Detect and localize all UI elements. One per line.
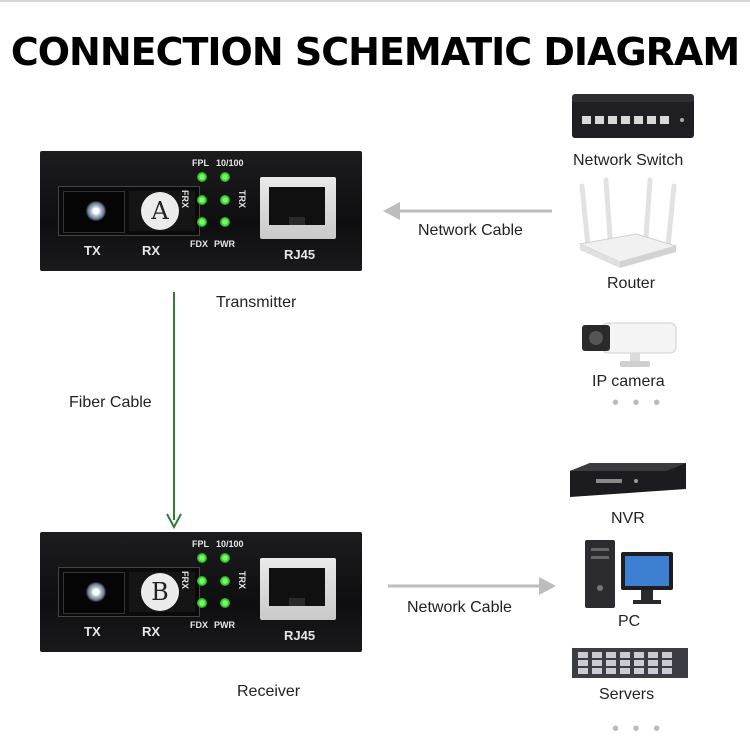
servers-icon: [572, 648, 688, 678]
network-cable-label-bottom: Network Cable: [407, 599, 512, 616]
device-letter: B: [141, 573, 179, 611]
pwr-led: [220, 217, 230, 227]
sc-fiber-port: A: [58, 186, 200, 236]
receiver-caption: Receiver: [237, 683, 301, 700]
sc-fiber-port: B: [58, 567, 200, 617]
rx-label: RX: [142, 243, 161, 258]
pwr-label: PWR: [214, 239, 235, 249]
diagram-title: CONNECTION SCHEMATIC DIAGRAM: [10, 30, 740, 74]
tx-label: TX: [84, 243, 101, 258]
trx-led: [220, 576, 230, 586]
pwr-label: PWR: [214, 620, 235, 630]
network-switch-label: Network Switch: [573, 152, 684, 169]
frx-led: [197, 576, 207, 586]
rj45-label: RJ45: [284, 247, 316, 262]
fpl-led: [197, 553, 207, 563]
nvr-label: NVR: [611, 510, 645, 527]
transmitter-device: A TX RX FPL 10/100 FRX TRX FDX PWR RJ45: [40, 151, 362, 271]
network-cable-arrow-top: [383, 202, 552, 220]
nvr-icon: [570, 463, 686, 497]
fpl-led: [197, 172, 207, 182]
speed-label: 10/100: [216, 158, 244, 168]
pc-icon: [585, 540, 673, 608]
fdx-led: [197, 217, 207, 227]
rj45-label: RJ45: [284, 628, 316, 643]
speed-led: [220, 172, 230, 182]
more-sources-ellipsis: • • •: [612, 392, 665, 414]
fpl-label: FPL: [192, 158, 209, 168]
transmitter-caption: Transmitter: [216, 294, 297, 311]
servers-label: Servers: [599, 686, 655, 703]
network-switch-icon: [572, 94, 694, 138]
receiver-device: B TX RX FPL 10/100 FRX TRX FDX PWR RJ45: [40, 532, 362, 652]
trx-led: [220, 195, 230, 205]
device-letter: A: [141, 192, 179, 230]
fdx-label: FDX: [190, 239, 208, 249]
fiber-ferrule-icon: [86, 582, 106, 602]
pc-label: PC: [618, 613, 641, 630]
speed-label: 10/100: [216, 539, 244, 549]
router-label: Router: [607, 275, 656, 292]
router-icon: [578, 177, 678, 268]
pwr-led: [220, 598, 230, 608]
rx-label: RX: [142, 624, 161, 639]
tx-label: TX: [84, 624, 101, 639]
network-cable-arrow-bottom: [388, 577, 556, 595]
fdx-led: [197, 598, 207, 608]
top-divider: [0, 0, 750, 2]
network-cable-label-top: Network Cable: [418, 222, 523, 239]
fpl-label: FPL: [192, 539, 209, 549]
fiber-cable-arrow: [166, 292, 182, 530]
frx-led: [197, 195, 207, 205]
fiber-cable-label: Fiber Cable: [69, 394, 152, 411]
speed-led: [220, 553, 230, 563]
ip-camera-label: IP camera: [592, 373, 665, 390]
rj45-port: [260, 558, 336, 620]
more-destinations-ellipsis: • • •: [612, 718, 665, 740]
ip-camera-icon: [582, 322, 677, 367]
fdx-label: FDX: [190, 620, 208, 630]
fiber-ferrule-icon: [86, 201, 106, 221]
rj45-port: [260, 177, 336, 239]
